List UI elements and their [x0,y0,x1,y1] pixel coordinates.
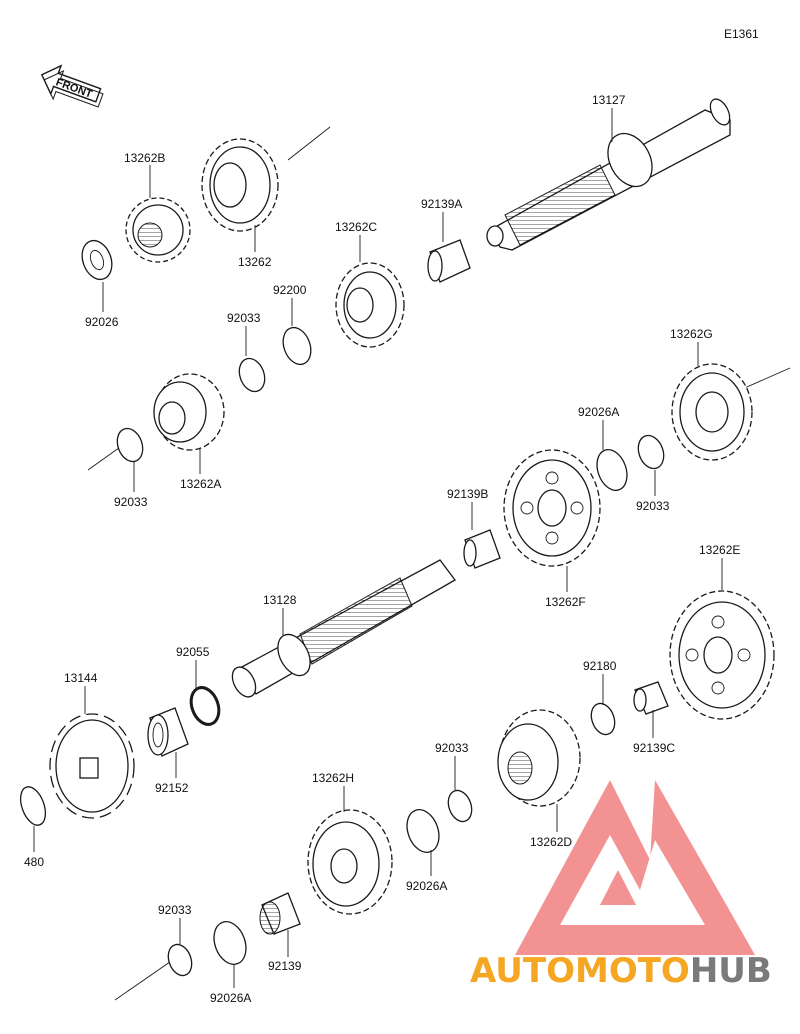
label-13262F: 13262F [545,595,586,609]
label-92033-d: 92033 [435,741,469,755]
bushing-92139A [427,239,471,283]
label-92033-c: 92033 [636,499,670,513]
label-92152: 92152 [155,781,189,795]
diagram-code: E1361 [724,27,759,41]
label-92026A-a: 92026A [578,405,619,419]
label-92026A-b: 92026A [406,879,447,893]
front-arrow-icon: FRONT [40,64,104,108]
label-13262D: 13262D [530,835,572,849]
washer-92200 [282,326,312,366]
label-92033-a: 92033 [227,311,261,325]
bearing-92139 [259,892,301,935]
sprocket-13144 [49,713,135,819]
gear-13262B [125,197,191,263]
washer-92180 [590,702,616,736]
gear-13262C [335,262,405,348]
circlip-92033-a [238,357,266,393]
circlip-92033-d [447,789,473,823]
label-13128: 13128 [263,593,297,607]
label-13262E: 13262E [699,543,740,557]
label-13262: 13262 [238,255,272,269]
washer-92026A-b [406,809,440,853]
gear-13262H [307,809,393,915]
gear-13262A [153,373,225,451]
circlip-92033-c [637,434,665,470]
circlip-92033-b [116,427,144,463]
label-13262B: 13262B [124,151,165,165]
label-92033-b: 92033 [114,495,148,509]
output-shaft [231,559,456,698]
watermark-hub: HUB [690,951,772,991]
circlip-480 [19,786,47,826]
watermark-logo [515,780,755,955]
part-labels: 13127 13262B 13262 92026 13262C 92139A 9… [24,93,740,1005]
gear-13262G [671,363,753,461]
oring-92055 [189,686,221,726]
label-92139: 92139 [268,959,302,973]
label-92139B: 92139B [447,487,488,501]
gear-13262D [497,709,581,807]
label-13144: 13144 [64,671,98,685]
label-92200: 92200 [273,283,307,297]
label-92033-e: 92033 [158,903,192,917]
label-92139A: 92139A [421,197,462,211]
washer-92026-hole [89,249,105,271]
label-13262H: 13262H [312,771,354,785]
label-13127: 13127 [592,93,626,107]
washer-92026 [81,239,113,281]
label-92139C: 92139C [633,741,675,755]
label-13262G: 13262G [670,327,713,341]
washer-92026A-a [596,449,628,491]
label-480: 480 [24,855,44,869]
label-92055: 92055 [176,645,210,659]
bushing-92139C [633,681,669,715]
label-13262C: 13262C [335,220,377,234]
input-shaft [486,98,731,251]
watermark-text: AUTOMOTOHUB [470,951,772,991]
gear-13262F [503,449,601,567]
gear-13262E [669,590,775,720]
washer-92026A-c [213,921,247,965]
label-92026-top: 92026 [85,315,119,329]
collar-92152 [147,707,189,757]
label-92180: 92180 [583,659,617,673]
leader-lines [33,108,723,988]
label-13262A: 13262A [180,477,221,491]
circlip-92033-e [167,943,193,977]
watermark-moto: MOTO [575,951,690,991]
watermark-auto: AUTO [470,951,575,991]
label-92026A-c: 92026A [210,991,251,1005]
bushing-92139B [463,529,501,569]
gear-13262 [201,138,279,232]
